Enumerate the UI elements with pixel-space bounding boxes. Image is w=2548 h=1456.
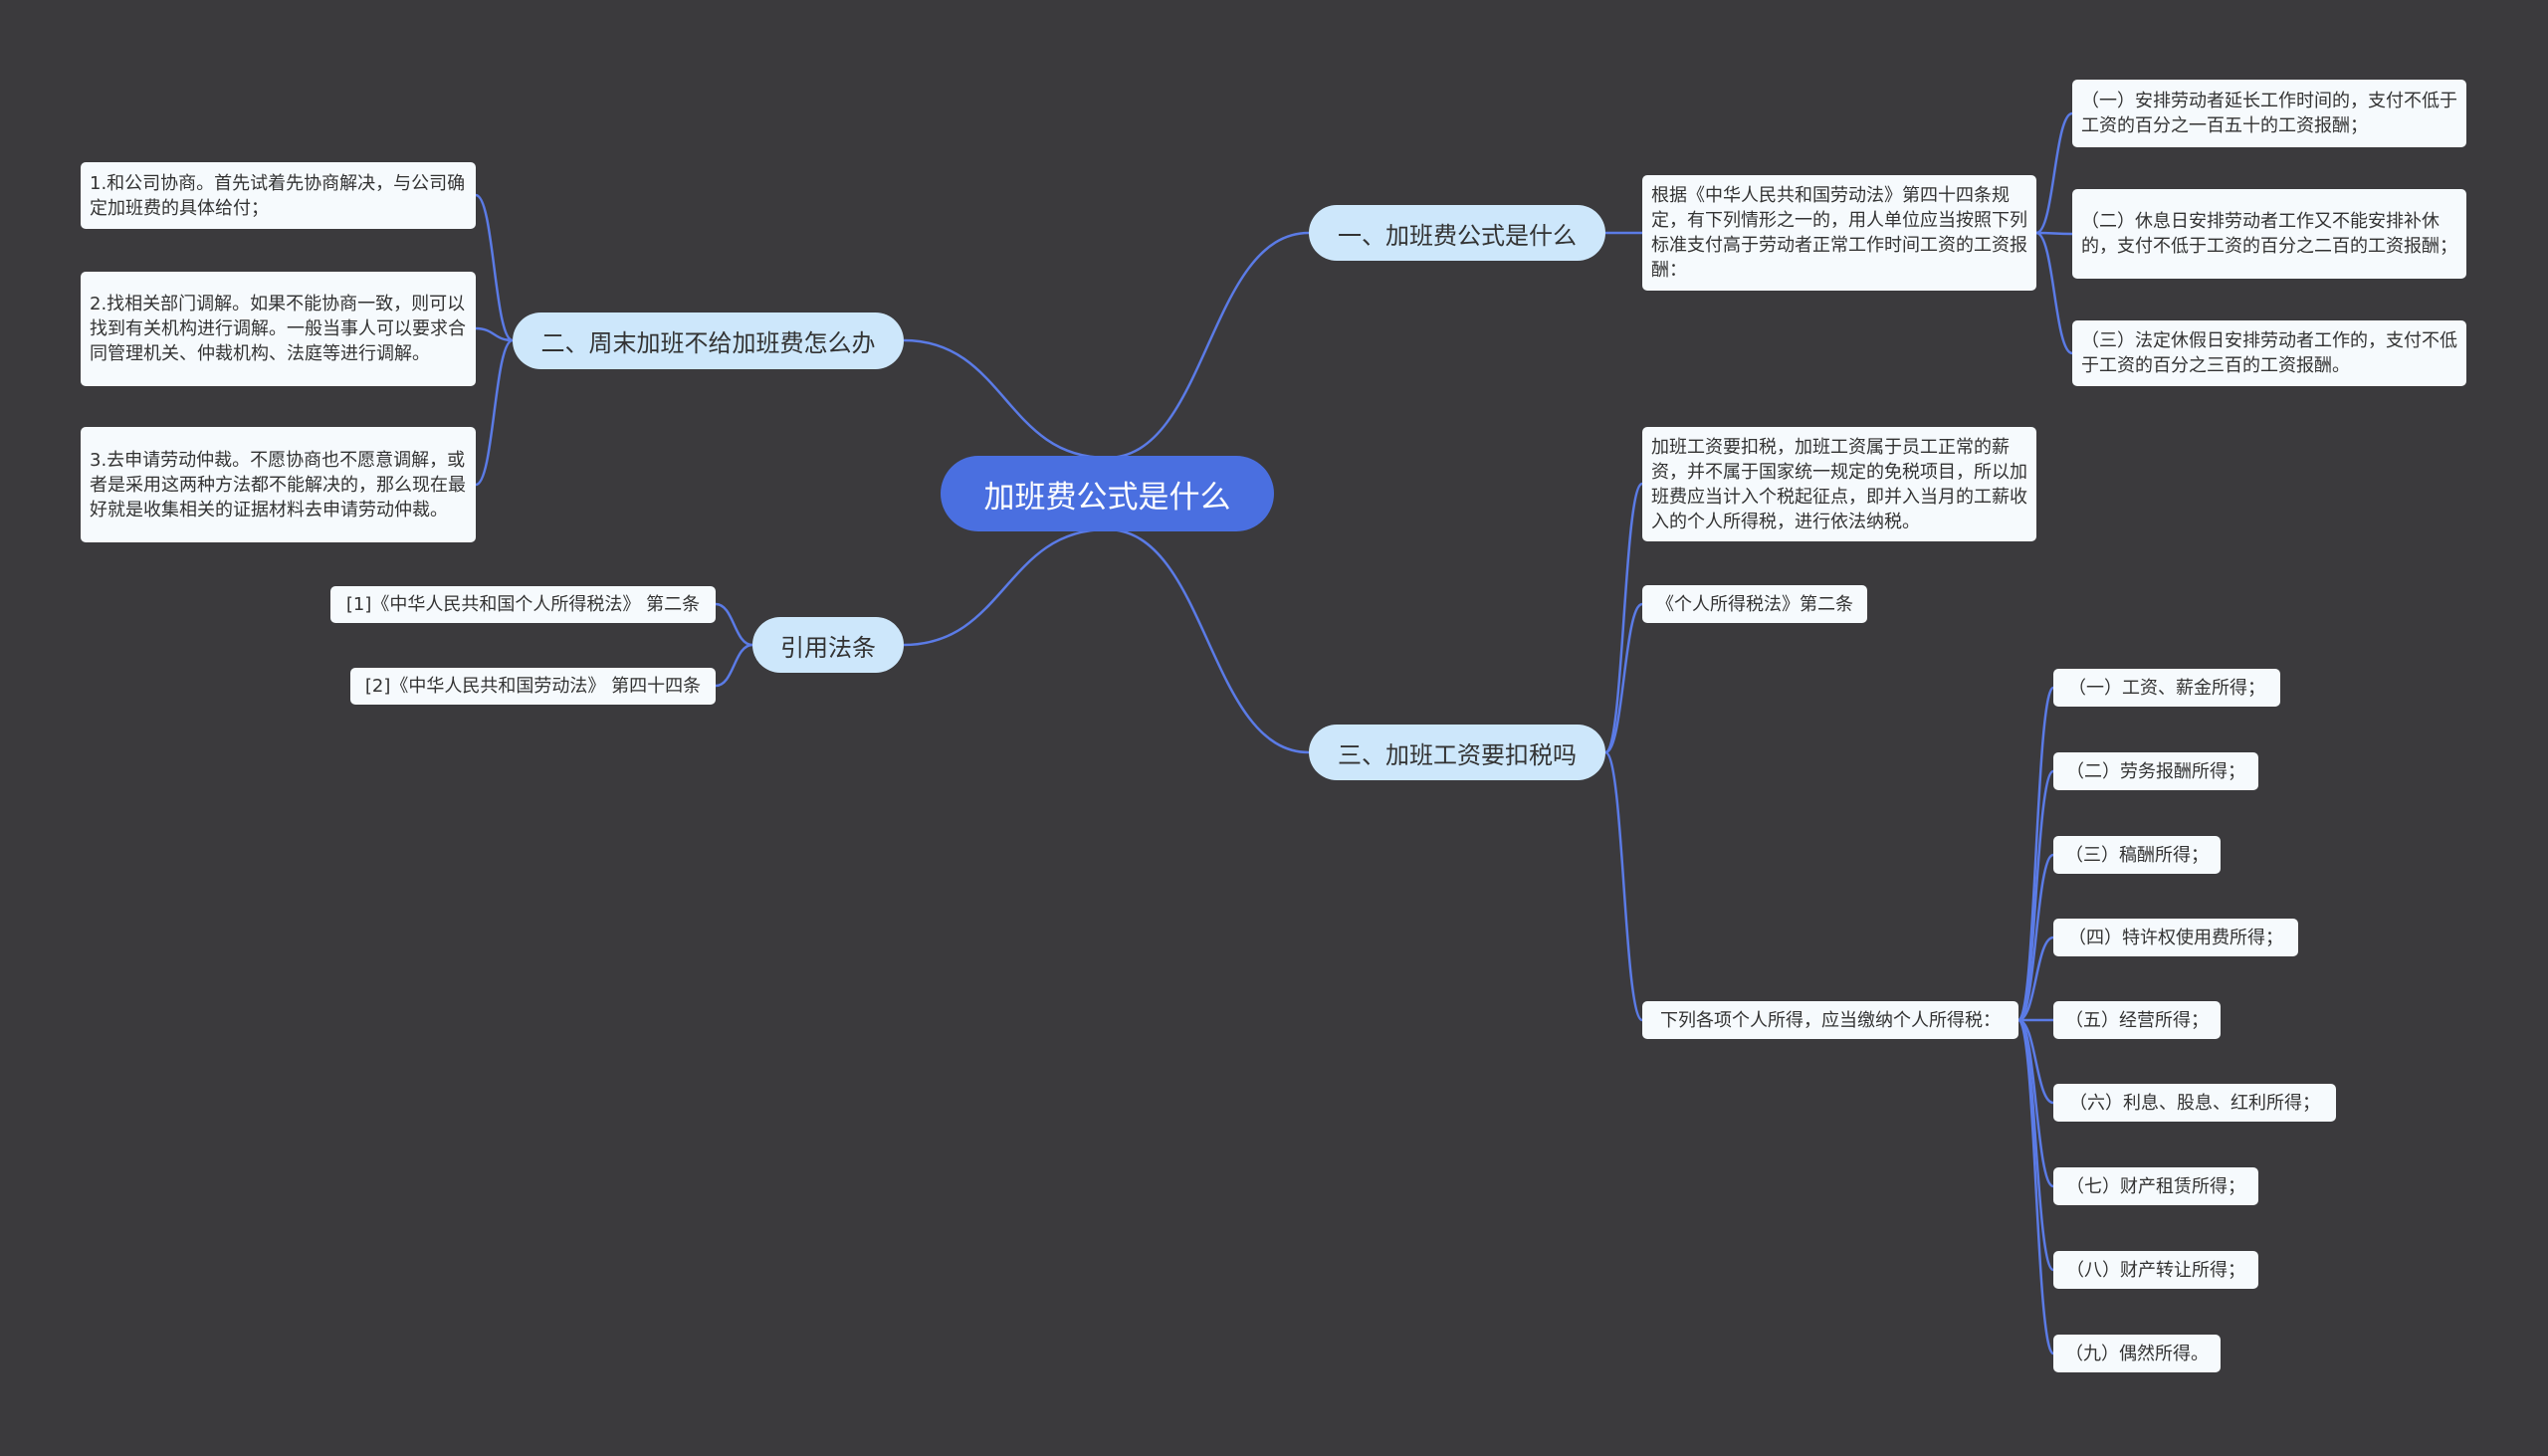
- connector-line: [475, 338, 514, 487]
- taxable-income-item[interactable]: （五）经营所得；: [2053, 1001, 2221, 1039]
- taxable-income-item[interactable]: （八）财产转让所得；: [2053, 1251, 2258, 1289]
- labor-law-intro[interactable]: 根据《中华人民共和国劳动法》第四十四条规定，有下列情形之一的，用人单位应当按照下…: [1642, 175, 2036, 291]
- branch-overtime-formula[interactable]: 一、加班费公式是什么: [1309, 205, 1605, 261]
- leaf-text: 根据《中华人民共和国劳动法》第四十四条规定，有下列情形之一的，用人单位应当按照下…: [1651, 185, 2027, 281]
- taxable-income-item[interactable]: （三）稿酬所得；: [2053, 836, 2221, 874]
- tax-explanation[interactable]: 加班工资要扣税，加班工资属于员工正常的薪资，并不属于国家统一规定的免税项目，所以…: [1642, 427, 2036, 541]
- connector-line: [903, 527, 1108, 647]
- connector-line: [2035, 231, 2073, 236]
- leaf-text: （一）安排劳动者延长工作时间的，支付不低于工资的百分之一百五十的工资报酬；: [2081, 91, 2457, 136]
- root-topic[interactable]: 加班费公式是什么: [941, 456, 1274, 531]
- citation-item-2[interactable]: [2]《中华人民共和国劳动法》 第四十四条: [350, 668, 716, 705]
- leaf-text: （三）法定休假日安排劳动者工作的，支付不低于工资的百分之三百的工资报酬。: [2081, 330, 2457, 376]
- solution-item-2[interactable]: 2.找相关部门调解。如果不能协商一致，则可以找到有关机构进行调解。一般当事人可以…: [81, 272, 476, 386]
- branch-weekend-overtime[interactable]: 二、周末加班不给加班费怎么办: [513, 312, 904, 369]
- solution-item-1[interactable]: 1.和公司协商。首先试着先协商解决，与公司确定加班费的具体给付；: [81, 162, 476, 229]
- connector-line: [475, 193, 514, 342]
- connector-line: [903, 338, 1108, 460]
- rate-item-3[interactable]: （三）法定休假日安排劳动者工作的，支付不低于工资的百分之三百的工资报酬。: [2072, 320, 2466, 386]
- connector-line: [715, 643, 753, 688]
- leaf-text: [1]《中华人民共和国个人所得税法》 第二条: [345, 594, 701, 615]
- leaf-text: （三）稿酬所得；: [2065, 844, 2209, 866]
- taxable-income-item[interactable]: （六）利息、股息、红利所得；: [2053, 1084, 2336, 1122]
- root-topic-label: 加班费公式是什么: [983, 479, 1231, 516]
- connector-line: [1603, 750, 1644, 1022]
- connector-line: [475, 326, 514, 342]
- branch-cited-laws[interactable]: 引用法条: [752, 617, 904, 673]
- leaf-text: （六）利息、股息、红利所得；: [2069, 1092, 2320, 1114]
- connector-line: [1106, 527, 1310, 754]
- leaf-text: （九）偶然所得。: [2065, 1343, 2209, 1364]
- leaf-text: [2]《中华人民共和国劳动法》 第四十四条: [364, 676, 702, 697]
- leaf-text: 1.和公司协商。首先试着先协商解决，与公司确定加班费的具体给付；: [90, 172, 466, 219]
- connector-line: [2017, 853, 2054, 1022]
- taxable-income-item[interactable]: （四）特许权使用费所得；: [2053, 919, 2298, 956]
- income-tax-law-article[interactable]: 《个人所得税法》第二条: [1642, 585, 1867, 623]
- connector-line: [2035, 231, 2073, 355]
- connector-line: [715, 602, 753, 647]
- branch-overtime-tax[interactable]: 三、加班工资要扣税吗: [1309, 725, 1605, 780]
- taxable-income-item[interactable]: （九）偶然所得。: [2053, 1335, 2221, 1372]
- branch-label: 二、周末加班不给加班费怎么办: [540, 329, 876, 357]
- leaf-text: 下列各项个人所得，应当缴纳个人所得税：: [1660, 1009, 2001, 1031]
- taxable-income-item[interactable]: （二）劳务报酬所得；: [2053, 752, 2258, 790]
- branch-label: 引用法条: [780, 633, 876, 662]
- rate-item-2[interactable]: （二）休息日安排劳动者工作又不能安排补休的，支付不低于工资的百分之二百的工资报酬…: [2072, 189, 2466, 279]
- leaf-text: 《个人所得税法》第二条: [1656, 593, 1853, 615]
- connector-line: [2017, 1018, 2055, 1355]
- leaf-text: （七）财产租赁所得；: [2066, 1175, 2245, 1197]
- branch-label: 一、加班费公式是什么: [1338, 221, 1577, 250]
- rate-item-1[interactable]: （一）安排劳动者延长工作时间的，支付不低于工资的百分之一百五十的工资报酬；: [2072, 80, 2466, 147]
- leaf-text: 3.去申请劳动仲裁。不愿协商也不愿意调解，或者是采用这两种方法都不能解决的，那么…: [90, 449, 466, 520]
- citation-item-1[interactable]: [1]《中华人民共和国个人所得税法》 第二条: [330, 586, 716, 623]
- taxable-income-item[interactable]: （一）工资、薪金所得；: [2053, 669, 2280, 707]
- connector-line: [2017, 769, 2055, 1022]
- taxable-income-item[interactable]: （七）财产租赁所得；: [2053, 1167, 2258, 1205]
- leaf-text: （五）经营所得；: [2065, 1009, 2209, 1031]
- leaf-text: （二）休息日安排劳动者工作又不能安排补休的，支付不低于工资的百分之二百的工资报酬…: [2081, 211, 2457, 257]
- leaf-text: （四）特许权使用费所得；: [2068, 927, 2283, 948]
- connector-line: [1106, 231, 1310, 460]
- taxable-income-heading[interactable]: 下列各项个人所得，应当缴纳个人所得税：: [1642, 1001, 2018, 1039]
- connector-line: [2035, 111, 2073, 235]
- leaf-text: （一）工资、薪金所得；: [2068, 677, 2265, 699]
- connector-line: [2017, 936, 2054, 1022]
- connector-line: [1603, 482, 1644, 754]
- leaf-text: （八）财产转让所得；: [2066, 1259, 2245, 1281]
- solution-item-3[interactable]: 3.去申请劳动仲裁。不愿协商也不愿意调解，或者是采用这两种方法都不能解决的，那么…: [81, 427, 476, 542]
- connector-line: [2017, 686, 2055, 1022]
- leaf-text: （二）劳务报酬所得；: [2066, 760, 2245, 782]
- connector-line: [1604, 602, 1643, 754]
- leaf-text: 加班工资要扣税，加班工资属于员工正常的薪资，并不属于国家统一规定的免税项目，所以…: [1651, 436, 2027, 532]
- leaf-text: 2.找相关部门调解。如果不能协商一致，则可以找到有关机构进行调解。一般当事人可以…: [90, 294, 466, 364]
- branch-label: 三、加班工资要扣税吗: [1338, 740, 1577, 769]
